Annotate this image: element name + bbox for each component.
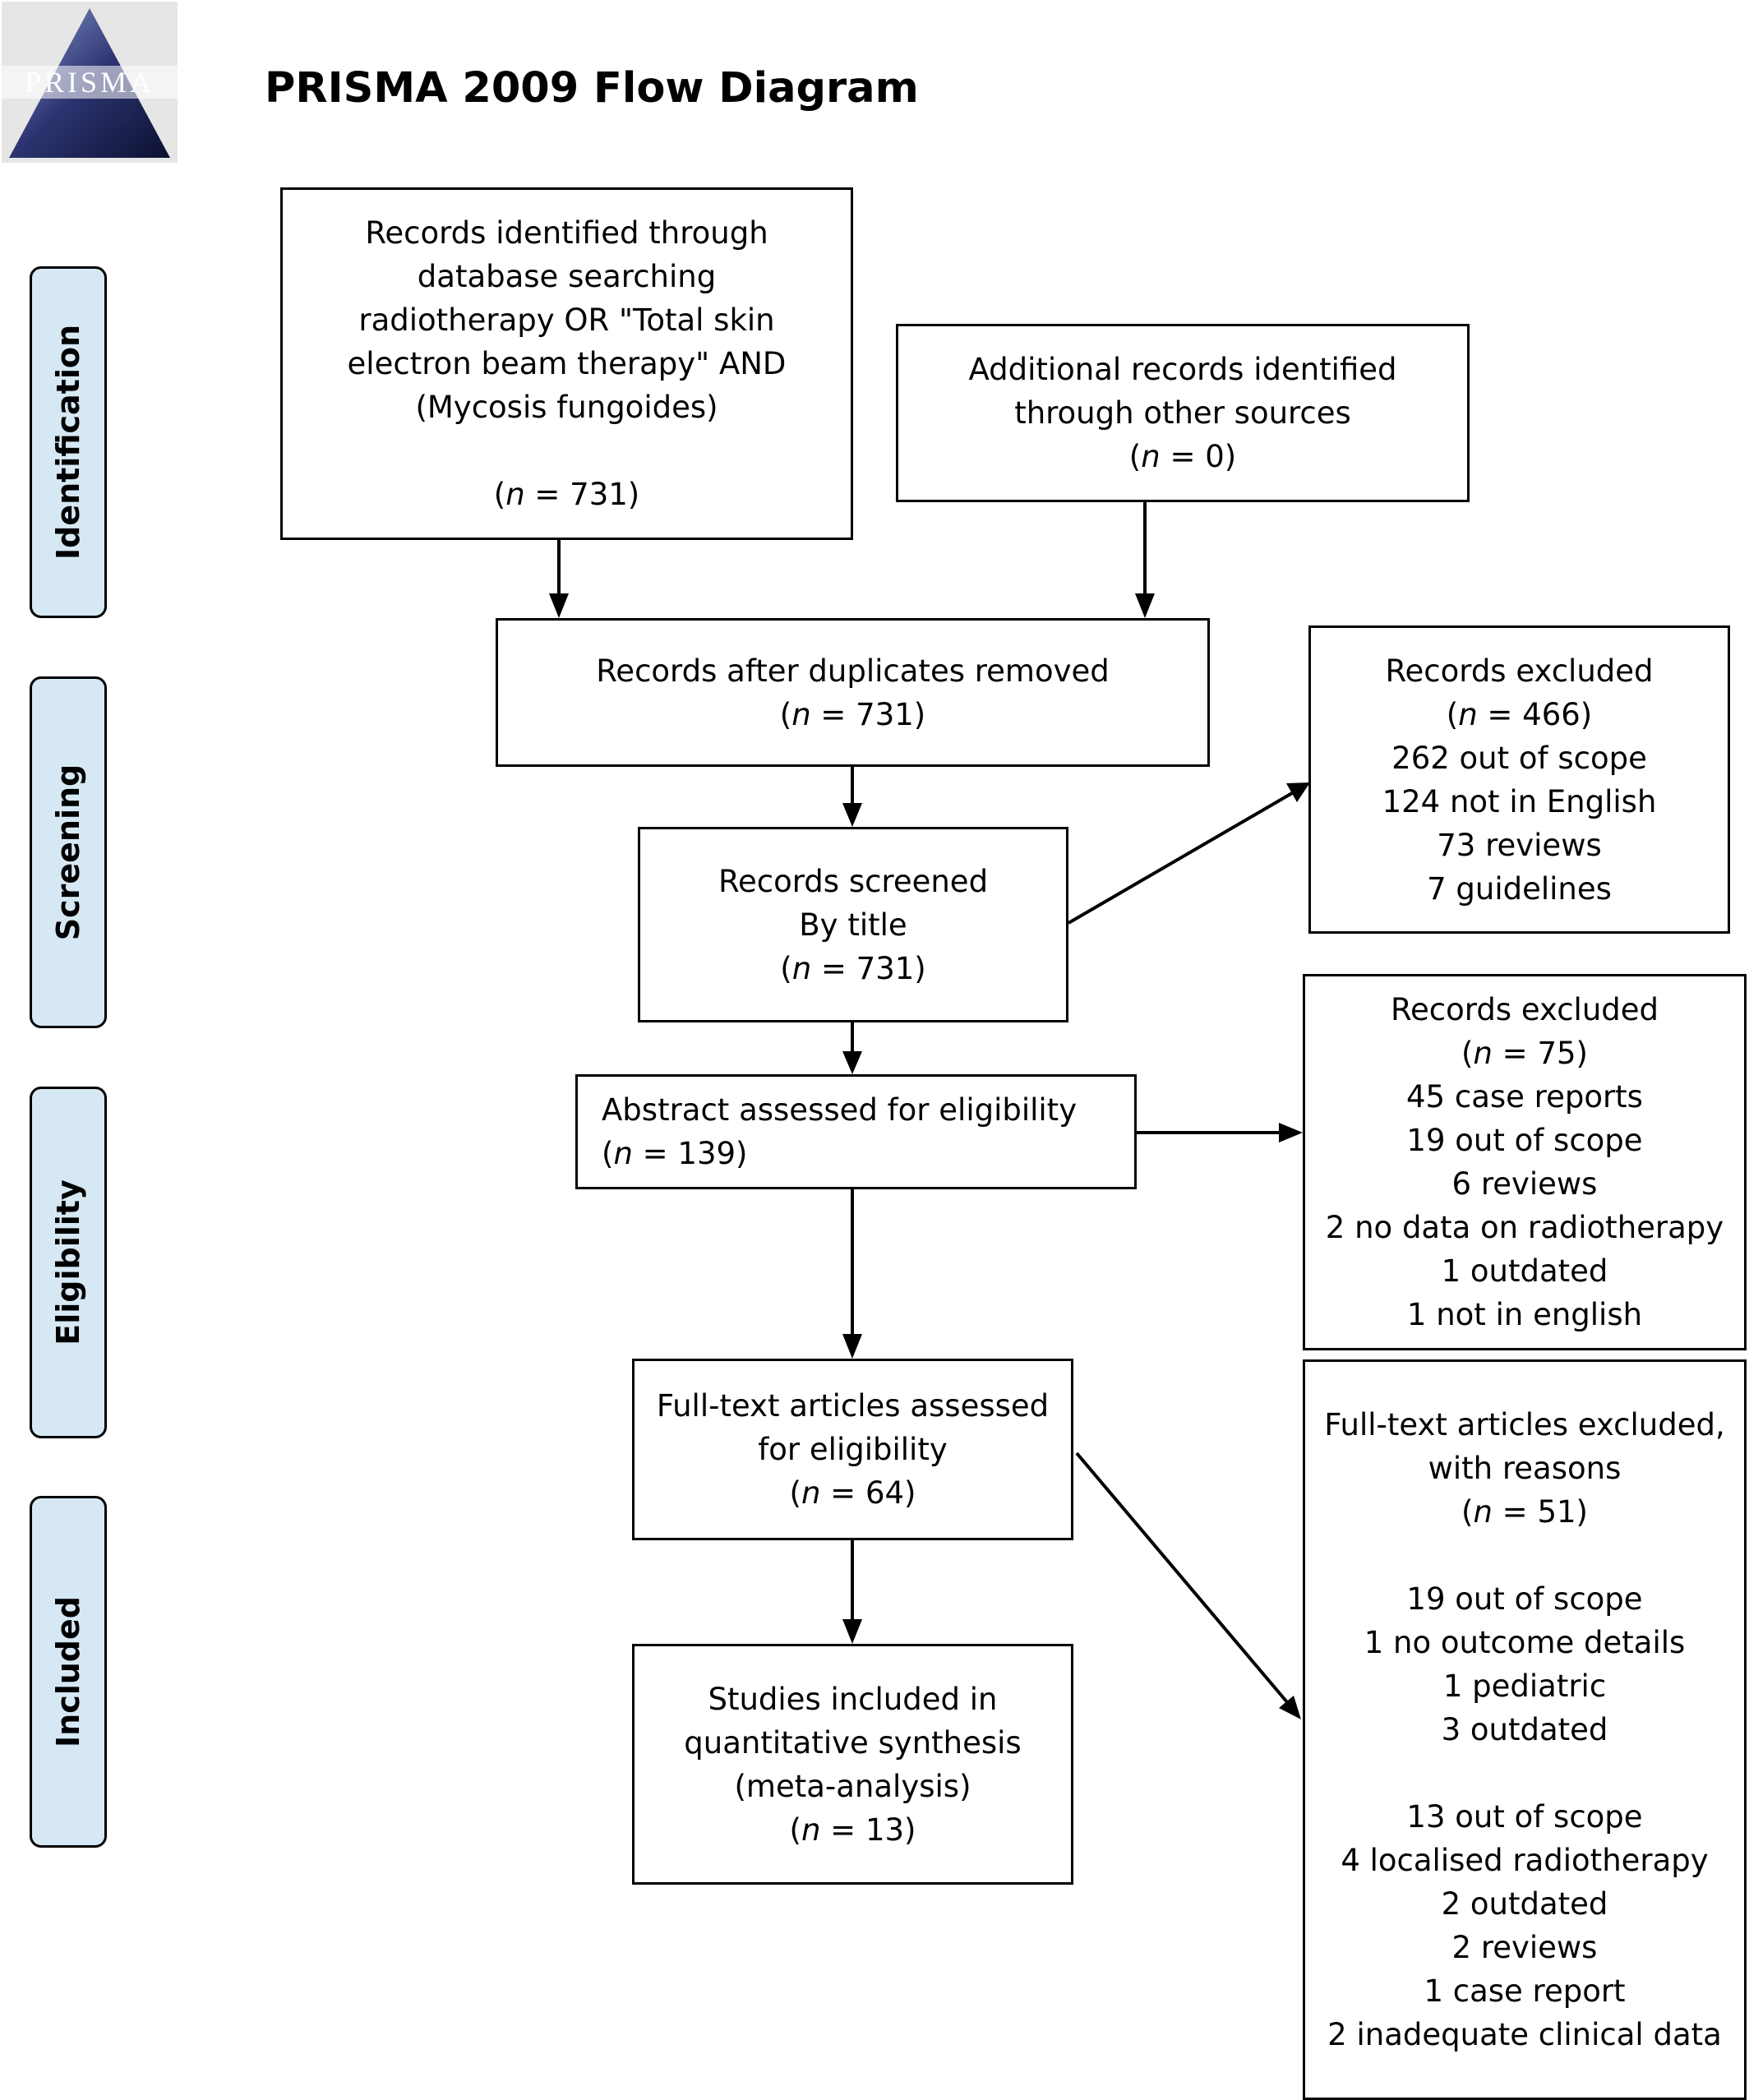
box-duplicates-removed: Records after duplicates removed (n = 73… [496,618,1210,767]
stage-eligibility: Eligibility [30,1087,107,1438]
box-fulltext-excluded: Full-text articles excluded, with reason… [1303,1359,1747,2100]
prisma-logo: PRISMA [2,2,178,163]
box-records-screened: Records screened By title (n = 731) [638,827,1068,1022]
stage-screening: Screening [30,676,107,1028]
arrow-screened-to-excluded1 [1067,792,1294,925]
logo-text: PRISMA [25,66,155,99]
stage-included: Included [30,1496,107,1848]
box-records-excluded-1: Records excluded (n = 466) 262 out of sc… [1308,625,1730,934]
stage-identification: Identification [30,266,107,618]
box-other-sources: Additional records identified through ot… [896,324,1470,502]
box-studies-included: Studies included in quantitative synthes… [632,1644,1073,1885]
arrow-fulltext-to-excluded3 [1075,1452,1289,1704]
page-title: PRISMA 2009 Flow Diagram [265,64,919,113]
box-fulltext-assessed: Full-text articles assessed for eligibil… [632,1359,1073,1540]
box-database-search: Records identified through database sear… [280,187,853,540]
box-records-excluded-2: Records excluded (n = 75) 45 case report… [1303,974,1747,1350]
box-abstract-assessed: Abstract assessed for eligibility (n = 1… [575,1074,1137,1189]
